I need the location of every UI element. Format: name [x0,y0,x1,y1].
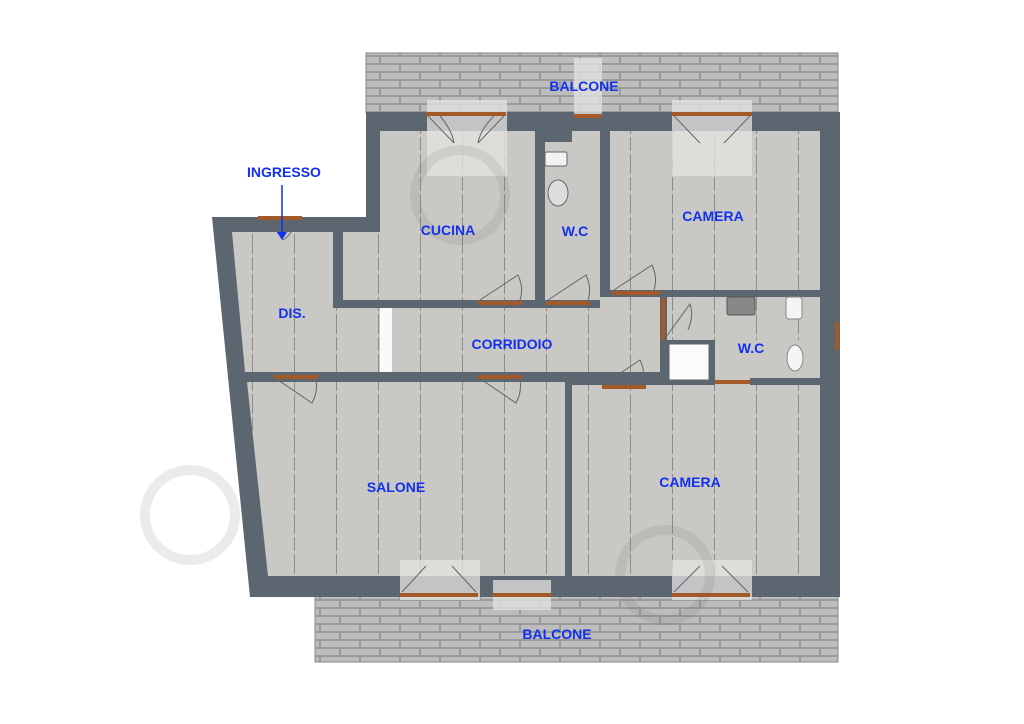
fixtures [544,151,804,381]
label-balcone-bottom: BALCONE [522,626,591,642]
label-camera-bottom: CAMERA [659,474,720,490]
label-wc-top: W.C [562,223,588,239]
label-dis: DIS. [278,305,305,321]
arrow-head-icon [277,232,287,240]
shower-icon [668,343,710,381]
toilet-icon [544,151,568,167]
watermark-logo [140,145,715,625]
label-corridoio: CORRIDOIO [472,336,553,352]
label-ingresso: INGRESSO [247,164,321,180]
doors[interactable] [258,112,839,597]
label-balcone-top: BALCONE [549,78,618,94]
label-cucina: CUCINA [421,222,475,238]
balcony-bottom [314,595,839,663]
sink-icon [547,179,569,207]
pillar [380,308,392,372]
floors [232,131,820,576]
toilet-icon [785,296,803,320]
label-camera-top: CAMERA [682,208,743,224]
bidet-icon [786,344,804,372]
label-salone: SALONE [367,479,425,495]
label-wc-right: W.C [738,340,764,356]
sink-icon [726,296,756,316]
